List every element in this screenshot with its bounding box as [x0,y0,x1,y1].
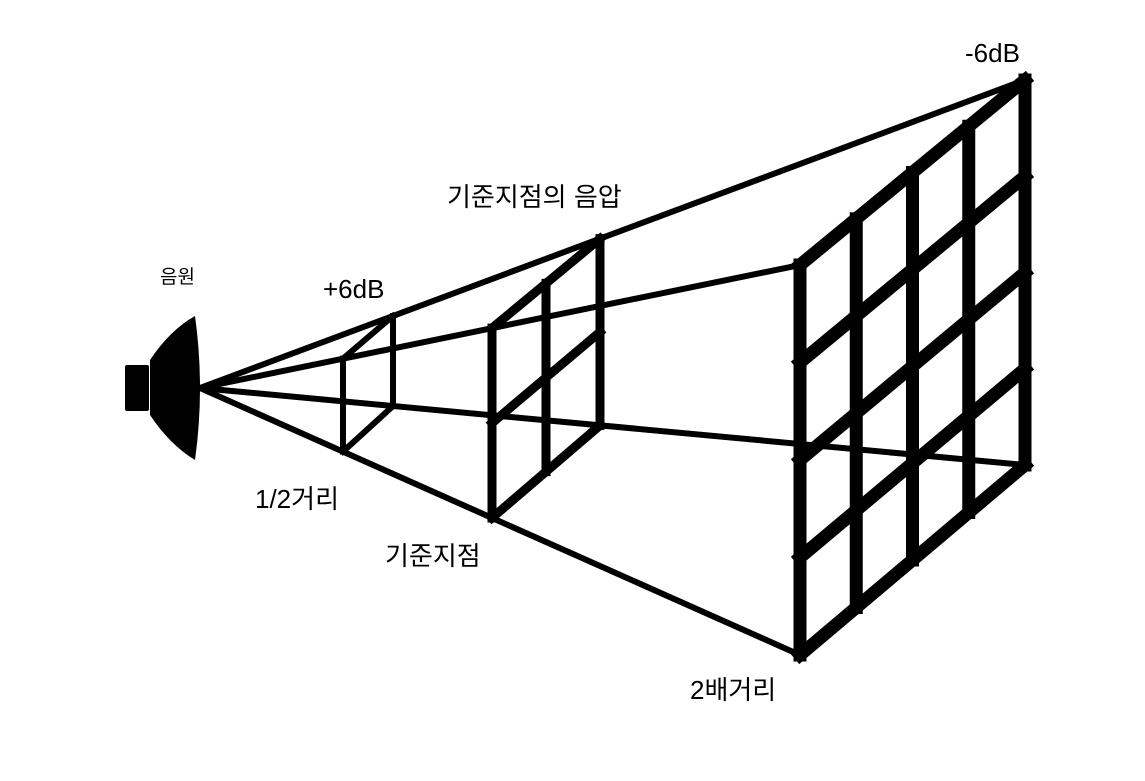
panel-reference-point [485,232,607,525]
grid-horizontal-line [485,325,607,430]
double-distance-label: 2배거리 [690,675,777,705]
ray-line [196,76,1029,392]
ray-line [196,384,804,659]
reference-point-label: 기준지점 [385,541,481,571]
reference-pressure-label: 기준지점의 음압 [447,182,622,212]
grid-horizontal-line [790,455,1035,665]
grid-horizontal-line [338,401,398,456]
grid-horizontal-line [790,359,1035,567]
grid-horizontal-line [338,311,398,363]
grid-horizontal-line [485,418,607,525]
half-distance-label: 1/2거리 [255,484,339,514]
half-distance-gain-label: +6dB [323,274,385,304]
panel-double-distance [790,70,1035,665]
source-label: 음원 [160,267,195,288]
grid-horizontal-line [790,263,1035,470]
grid-panels [338,70,1035,665]
double-distance-gain-label: -6dB [965,38,1020,68]
panel-half-distance [338,311,398,456]
speaker-icon [125,316,200,460]
ray-line [196,384,1029,469]
